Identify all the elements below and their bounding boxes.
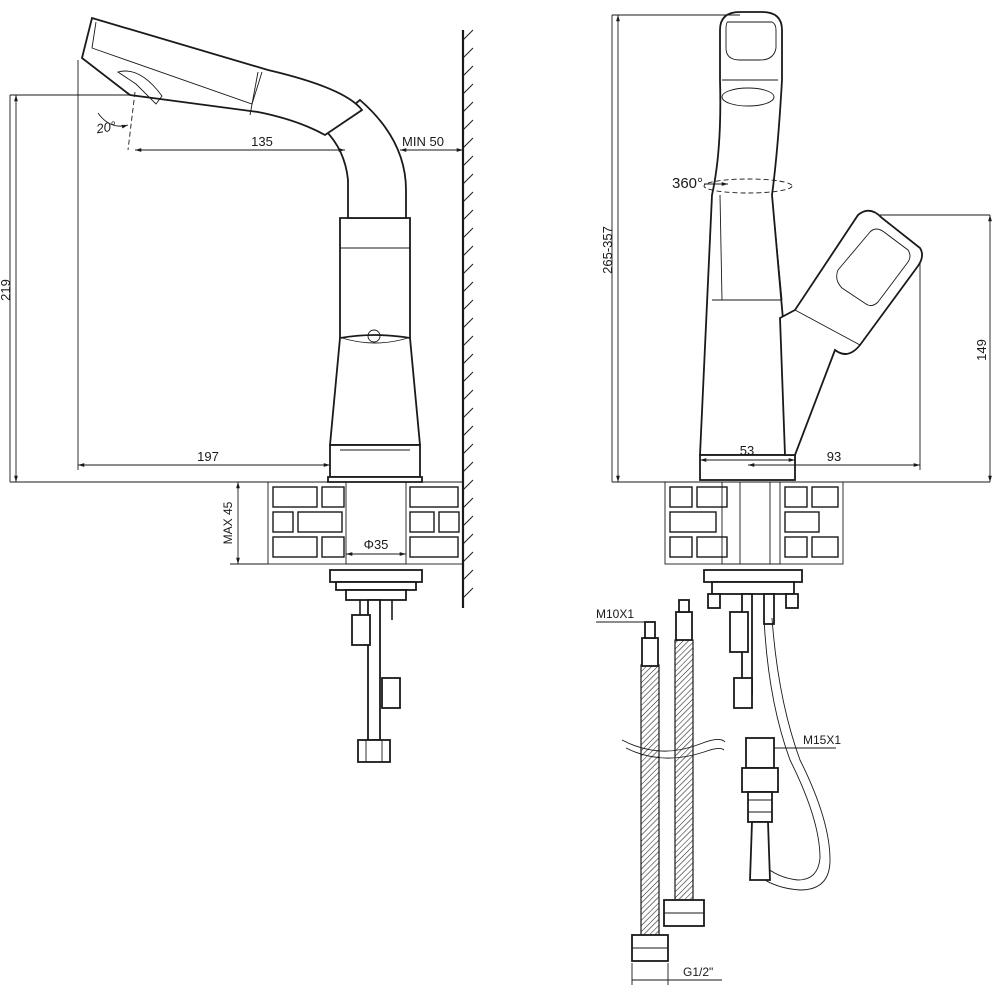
wall-hatch-mark: [462, 461, 474, 473]
wall-hatch-mark: [462, 407, 474, 419]
wall-hatch-mark: [462, 173, 474, 185]
dim-total-reach-label: 197: [197, 449, 219, 464]
front-view: 265-357 360° 53 93 149 M10X1 M15X1 G1/2": [596, 11, 992, 985]
wall-hatch-mark: [462, 425, 474, 437]
dim-rotation-label: 360°: [672, 175, 703, 192]
front-dimensions: 265-357 360° 53 93 149 M10X1 M15X1 G1/2": [596, 14, 992, 985]
wall-hatch-mark: [462, 47, 474, 59]
wall-hatch-mark: [462, 263, 474, 275]
countertop-section-front: [664, 481, 844, 565]
wall-hatch-mark: [462, 551, 474, 563]
wall-hatch-mark: [462, 65, 474, 77]
faucet-body-front: [699, 11, 923, 481]
side-view: 219 135 MIN 50 197 20° MAX 45 Φ35: [0, 16, 474, 763]
wall-hatch-mark: [462, 479, 474, 491]
dim-handle-offset-label: 93: [827, 449, 841, 464]
wall-hatch-mark: [462, 227, 474, 239]
faucet-body-side: [80, 16, 423, 483]
side-dimensions: 219 135 MIN 50 197 20° MAX 45 Φ35: [0, 60, 463, 565]
wall-hatch-mark: [462, 29, 474, 41]
wall-hatch-mark: [462, 245, 474, 257]
dim-counter-thickness-label: MAX 45: [221, 501, 235, 544]
wall-hatch-mark: [462, 191, 474, 203]
wall-hatch-mark: [462, 281, 474, 293]
wall-hatch-mark: [462, 389, 474, 401]
wall-hatch-mark: [462, 101, 474, 113]
wall-hatch-mark: [462, 371, 474, 383]
wall-hatch-mark: [462, 137, 474, 149]
wall: [461, 29, 474, 608]
dim-height-label: 219: [0, 279, 13, 301]
wall-hatch-mark: [462, 587, 474, 599]
wall-hatch-mark: [462, 119, 474, 131]
dim-wall-clearance-label: MIN 50: [402, 134, 444, 149]
wall-hatch-mark: [462, 443, 474, 455]
wall-hatch-mark: [462, 353, 474, 365]
hose-thread-bottom-label: G1/2": [683, 965, 713, 979]
wall-hatch-mark: [462, 533, 474, 545]
under-counter-assembly-front: [703, 569, 831, 891]
dim-height-range-label: 265-357: [600, 226, 615, 274]
wall-hatch-mark: [462, 209, 474, 221]
countertop-section: [267, 481, 464, 565]
dim-angle-label: 20°: [94, 118, 117, 136]
wall-hatch-mark: [462, 497, 474, 509]
dim-spout-reach-label: 135: [251, 134, 273, 149]
hose-thread-top-label: M10X1: [596, 607, 634, 621]
wall-hatch-mark: [462, 515, 474, 527]
wall-hatch-mark: [462, 155, 474, 167]
wall-hatch-mark: [462, 299, 474, 311]
wall-hatch-mark: [462, 335, 474, 347]
dim-handle-height-label: 149: [974, 339, 989, 361]
shower-thread-label: M15X1: [803, 733, 841, 747]
wall-hatch-mark: [462, 569, 474, 581]
wall-hatch-mark: [462, 317, 474, 329]
dim-hole-diameter-label: Φ35: [364, 537, 389, 552]
wall-hatch-mark: [462, 83, 474, 95]
under-counter-assembly-side: [329, 569, 423, 763]
dim-base-width-label: 53: [740, 443, 754, 458]
flex-hoses: [621, 599, 726, 962]
